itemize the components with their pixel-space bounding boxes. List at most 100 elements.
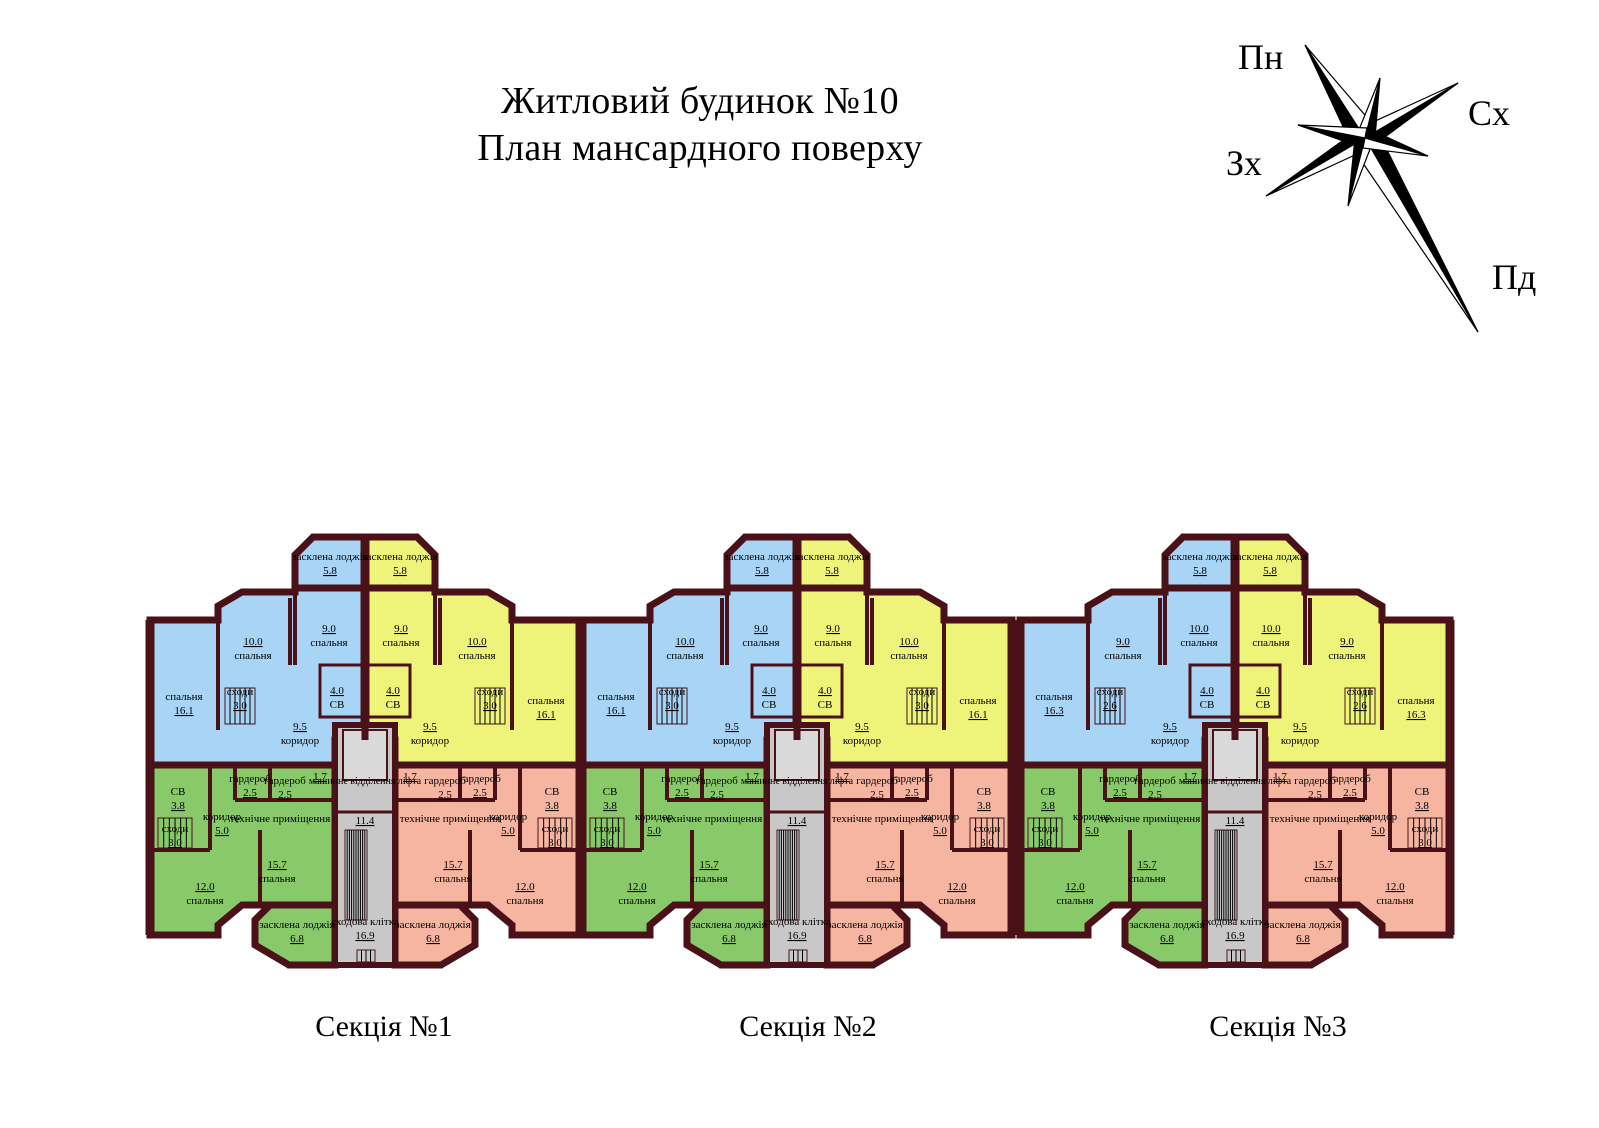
bedroom-name: спальня (690, 873, 727, 885)
vestibule-area: 1.7 (1273, 771, 1287, 783)
stairs-name: сходи (542, 823, 569, 835)
loggia-name: засклена лоджія (691, 919, 766, 931)
wardrobe-name: гардероб (459, 773, 501, 785)
bedroom-area: 16.3 (1044, 705, 1064, 717)
corridor-name: коридор (921, 811, 960, 823)
stairs-area: 3.0 (233, 700, 247, 712)
bathroom-area: 4.0 (1200, 685, 1214, 697)
vestibule-area: 1.7 (745, 771, 759, 783)
loggia-area: 6.8 (1160, 933, 1174, 945)
wardrobe-name: гардероб (891, 773, 933, 785)
bedroom-name: спальня (814, 637, 851, 649)
bedroom-name: спальня (618, 895, 655, 907)
bedroom-name: спальня (1252, 637, 1289, 649)
corridor-area: 9.5 (293, 721, 307, 733)
lift-machine-room-name: машинне відділення ліфта (1179, 776, 1292, 787)
building-title: Житловий будинок №10 (501, 80, 899, 122)
loggia-name: засклена лоджія (395, 919, 470, 931)
stairs-name: сходи (1347, 686, 1374, 698)
bathroom-name: СВ (818, 699, 833, 711)
bathroom-name: СВ (762, 699, 777, 711)
loggia-name: засклена лоджія (794, 551, 869, 563)
stairs-name: сходи (162, 823, 189, 835)
bathroom-name: СВ (1415, 786, 1430, 798)
section-3-caption: Секція №3 (1209, 1010, 1347, 1043)
wardrobe-area: 2.5 (278, 789, 292, 801)
bedroom-area: 16.3 (1406, 709, 1426, 721)
bedroom-area: 16.1 (536, 709, 555, 721)
loggia-name: засклена лоджія (362, 551, 437, 563)
bedroom-area: 10.0 (1189, 623, 1209, 635)
bedroom-name: спальня (1056, 895, 1093, 907)
bedroom-area: 12.0 (1065, 881, 1085, 893)
wardrobe-name: гардероб (229, 773, 271, 785)
apartment-blue (578, 584, 800, 769)
bathroom-area: 3.8 (545, 800, 559, 812)
wardrobe-name: гардероб (856, 775, 898, 787)
bathroom-area: 4.0 (762, 685, 776, 697)
loggia-area: 6.8 (290, 933, 304, 945)
wardrobe-area: 2.5 (1308, 789, 1322, 801)
bedroom-area: 10.0 (1261, 623, 1281, 635)
corridor-name: коридор (843, 735, 882, 747)
wardrobe-area: 2.5 (1148, 789, 1162, 801)
bedroom-name: спальня (310, 637, 347, 649)
loggia-area: 5.8 (755, 565, 769, 577)
bedroom-name: спальня (1397, 695, 1434, 707)
compass-east-label: Сх (1468, 93, 1511, 133)
loggia-name: засклена лоджія (827, 919, 902, 931)
section-1: спальня16.110.0спальня9.0спальнязасклена… (145, 533, 585, 969)
vestibule-area: 1.7 (835, 771, 849, 783)
bedroom-name: спальня (1304, 873, 1341, 885)
section-2: спальня16.110.0спальня9.0спальнязасклена… (577, 533, 1017, 969)
bedroom-area: 16.1 (606, 705, 625, 717)
loggia-area: 5.8 (393, 565, 407, 577)
corridor-area: 9.5 (855, 721, 869, 733)
apartment-blue (1016, 584, 1238, 769)
corridor-name: коридор (1151, 735, 1190, 747)
bedroom-name: спальня (742, 637, 779, 649)
loggia-name: засклена лоджія (292, 551, 367, 563)
common-area: 11.4 (1226, 815, 1245, 827)
corridor-name: коридор (203, 811, 242, 823)
loggia-blue (291, 533, 368, 592)
loggia-name: засклена лоджія (724, 551, 799, 563)
bedroom-area: 12.0 (195, 881, 215, 893)
wardrobe-area: 2.5 (1113, 787, 1127, 799)
wardrobe-name: гардероб (1294, 775, 1336, 787)
loggia-blue (723, 533, 800, 592)
wardrobe-name: гардероб (264, 775, 306, 787)
loggia-area: 6.8 (858, 933, 872, 945)
stairs-area: 3.0 (980, 837, 994, 849)
wardrobe-name: гардероб (1134, 775, 1176, 787)
corridor-name: коридор (411, 735, 450, 747)
stairs-name: сходи (659, 686, 686, 698)
corridor-name: коридор (635, 811, 674, 823)
apartment-yellow (794, 584, 1016, 769)
bathroom-area: 3.8 (977, 800, 991, 812)
stairs-name: сходи (594, 823, 621, 835)
stairs-name: сходи (1032, 823, 1059, 835)
apartment-yellow (1232, 584, 1454, 769)
tech-room-name: технічне приміщення (1100, 813, 1201, 825)
bedroom-area: 15.7 (1137, 859, 1157, 871)
stairs-name: сходи (1097, 686, 1124, 698)
bathroom-name: СВ (171, 786, 186, 798)
bathroom-outline (798, 663, 844, 719)
stairs-area: 2.6 (1353, 700, 1367, 712)
bedroom-area: 9.0 (1116, 636, 1130, 648)
common-area: 11.4 (356, 815, 375, 827)
wardrobe-area: 2.5 (243, 787, 257, 799)
corridor-area: 9.5 (423, 721, 437, 733)
bedroom-area: 10.0 (467, 636, 487, 648)
loggia-area: 6.8 (426, 933, 440, 945)
stairs-area: 3.0 (1418, 837, 1432, 849)
corridor-area: 5.0 (647, 825, 661, 837)
common-area: 11.4 (788, 815, 807, 827)
bedroom-area: 9.0 (1340, 636, 1354, 648)
loggia-name: засклена лоджія (1129, 919, 1204, 931)
bedroom-area: 12.0 (627, 881, 647, 893)
wardrobe-area: 2.5 (675, 787, 689, 799)
bedroom-name: спальня (186, 895, 223, 907)
